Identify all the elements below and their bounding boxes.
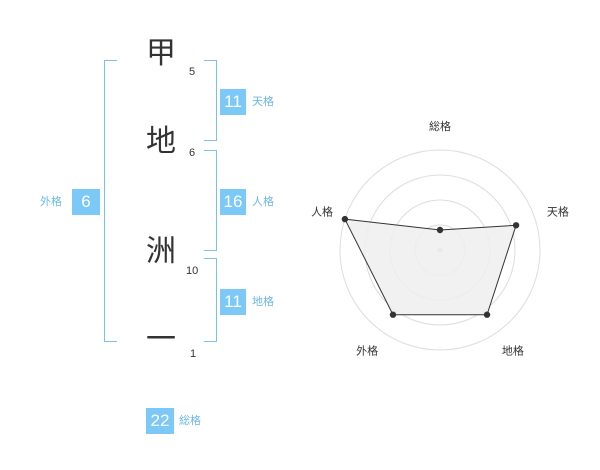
radar-axis-label: 天格 (547, 205, 569, 219)
radar-point (389, 311, 397, 318)
name-char-1: 甲 (146, 36, 176, 71)
name-char-4: 一 (146, 322, 176, 357)
stroke-count-4: 1 (190, 348, 197, 360)
radar-point (436, 226, 444, 234)
gaikaku-bracket (104, 60, 117, 342)
radar-area (344, 218, 517, 316)
name-char-3: 洲 (146, 234, 176, 269)
stroke-count-3: 10 (186, 265, 199, 277)
tenkaku-bracket (204, 60, 217, 141)
chikaku-label: 地格 (252, 295, 274, 308)
radar-points (341, 215, 520, 318)
radar-axis-label: 総格 (429, 119, 451, 133)
radar-axis-label: 地格 (502, 343, 524, 357)
gaikaku-score: 6 (72, 189, 100, 215)
radar-point (483, 311, 491, 318)
chikaku-bracket (204, 258, 217, 342)
name-char-2: 地 (146, 124, 176, 159)
stroke-count-2: 6 (189, 147, 196, 159)
jinkaku-bracket (204, 150, 217, 251)
tenkaku-label: 天格 (252, 95, 274, 108)
stroke-count-1: 5 (189, 66, 196, 78)
chikaku-score: 11 (220, 289, 246, 315)
radar-axis-label: 人格 (311, 205, 333, 219)
radar-point (341, 215, 349, 223)
radar-ring (339, 149, 541, 351)
soukaku-score: 22 (146, 408, 174, 434)
soukaku-label: 総格 (179, 414, 201, 427)
radar-point (512, 222, 520, 229)
tenkaku-score: 11 (220, 89, 246, 115)
jinkaku-score: 16 (220, 189, 246, 215)
jinkaku-label: 人格 (252, 195, 274, 208)
gaikaku-label: 外格 (40, 195, 62, 208)
radar-axis-label: 外格 (356, 343, 378, 357)
